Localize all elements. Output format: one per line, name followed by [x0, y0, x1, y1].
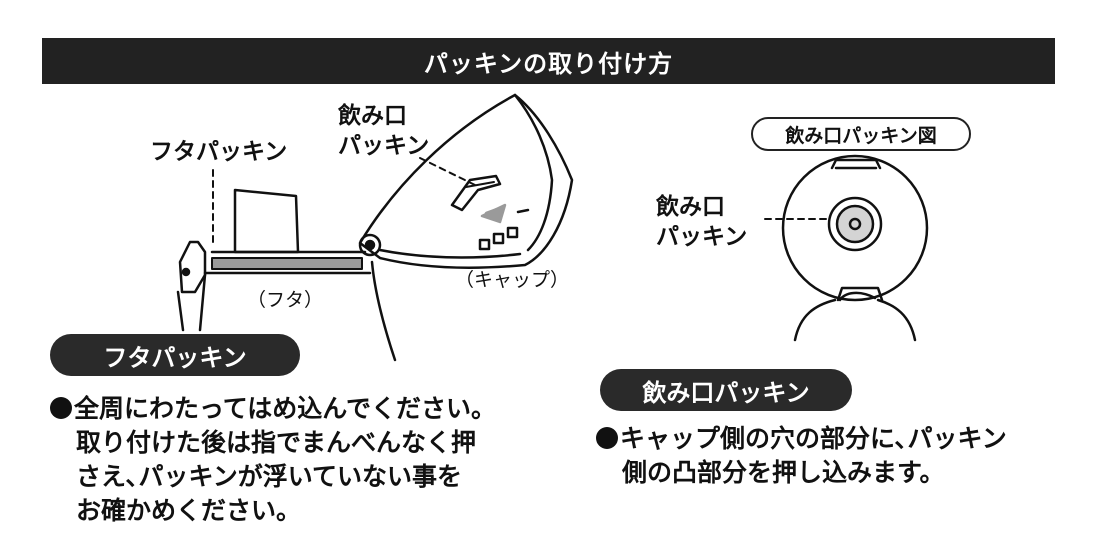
- spout-packing-label-line1: 飲み口: [338, 103, 407, 129]
- lid-instruction-line1: 全周にわたってはめ込んでください。: [74, 394, 497, 423]
- spout-packing-instructions: キャップ側の穴の部分に､パッキン 側の凸部分を押し込みます。: [596, 422, 1007, 490]
- cap-caption: （キャップ）: [455, 269, 570, 291]
- lid-packing-heading: フタパッキン: [50, 334, 300, 376]
- lid-instruction-line3: さえ､パッキンが浮いていない事を: [76, 462, 463, 491]
- lid-caption: （フタ）: [247, 289, 324, 311]
- cap-drawing: [358, 93, 574, 269]
- spout-instruction-line2: 側の凸部分を押し込みます。: [622, 458, 945, 487]
- right-spout-packing-label-line2: パッキン: [656, 224, 748, 250]
- lid-packing-instructions: 全周にわたってはめ込んでください。 取り付けた後は指でまんべんなく押 さえ､パッ…: [50, 392, 496, 528]
- bullet-icon: [50, 397, 72, 419]
- lid-packing-label: フタパッキン: [150, 139, 288, 165]
- spout-packing-label-line2: パッキン: [338, 133, 430, 159]
- right-spout-packing-label-line1: 飲み口: [656, 194, 725, 220]
- spout-instruction-line1: キャップ側の穴の部分に､パッキン: [620, 424, 1007, 453]
- lid-instruction-line4: お確かめください。: [76, 496, 302, 525]
- page-title: パッキンの取り付け方: [42, 38, 1055, 84]
- lid-instruction-line2: 取り付けた後は指でまんべんなく押: [76, 428, 477, 457]
- spout-packing-front-drawing: [764, 154, 929, 342]
- spout-packing-diagram-caption: 飲み口パッキン図: [751, 117, 971, 151]
- spout-packing-heading: 飲み口パッキン: [600, 369, 852, 411]
- lid-assembly-drawing: [176, 169, 397, 362]
- bullet-icon: [596, 427, 618, 449]
